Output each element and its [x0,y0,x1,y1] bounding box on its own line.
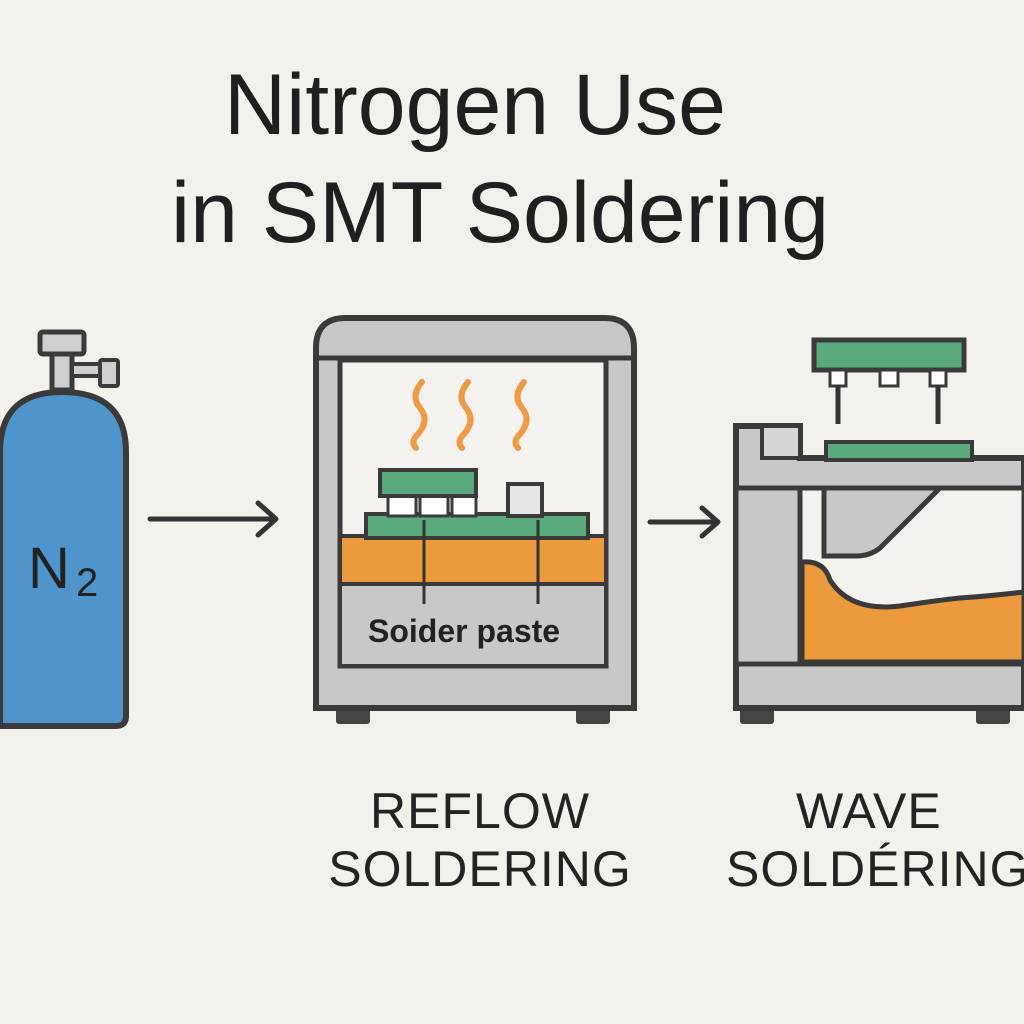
wave-soldering-caption: WAVE SOLDÉRING [712,783,1024,898]
arrow-right-icon [147,500,279,538]
reflow-caption-line-1: REFLOW [370,783,590,839]
wave-soldering-machine-icon [733,337,1024,724]
reflow-caption-line-2: SOLDERING [328,840,632,897]
reflow-soldering-caption: REFLOW SOLDERING [290,783,670,898]
page-title-line-2: in SMT Soldering [170,165,830,261]
solder-paste-label: Soider paste [368,613,560,649]
wave-caption-line-2: SOLDÉRING [726,840,1024,897]
arrow-right-icon [647,505,721,539]
cylinder-subscript: 2 [76,561,98,605]
wave-caption-line-1: WAVE [796,783,942,839]
reflow-oven-icon: Soider paste [313,315,637,724]
heat-wave-icon [410,379,530,451]
nitrogen-cylinder-icon: N 2 [0,329,129,729]
page-title-line-1: Nitrogen Use [224,57,726,153]
cylinder-label: N [28,536,70,601]
